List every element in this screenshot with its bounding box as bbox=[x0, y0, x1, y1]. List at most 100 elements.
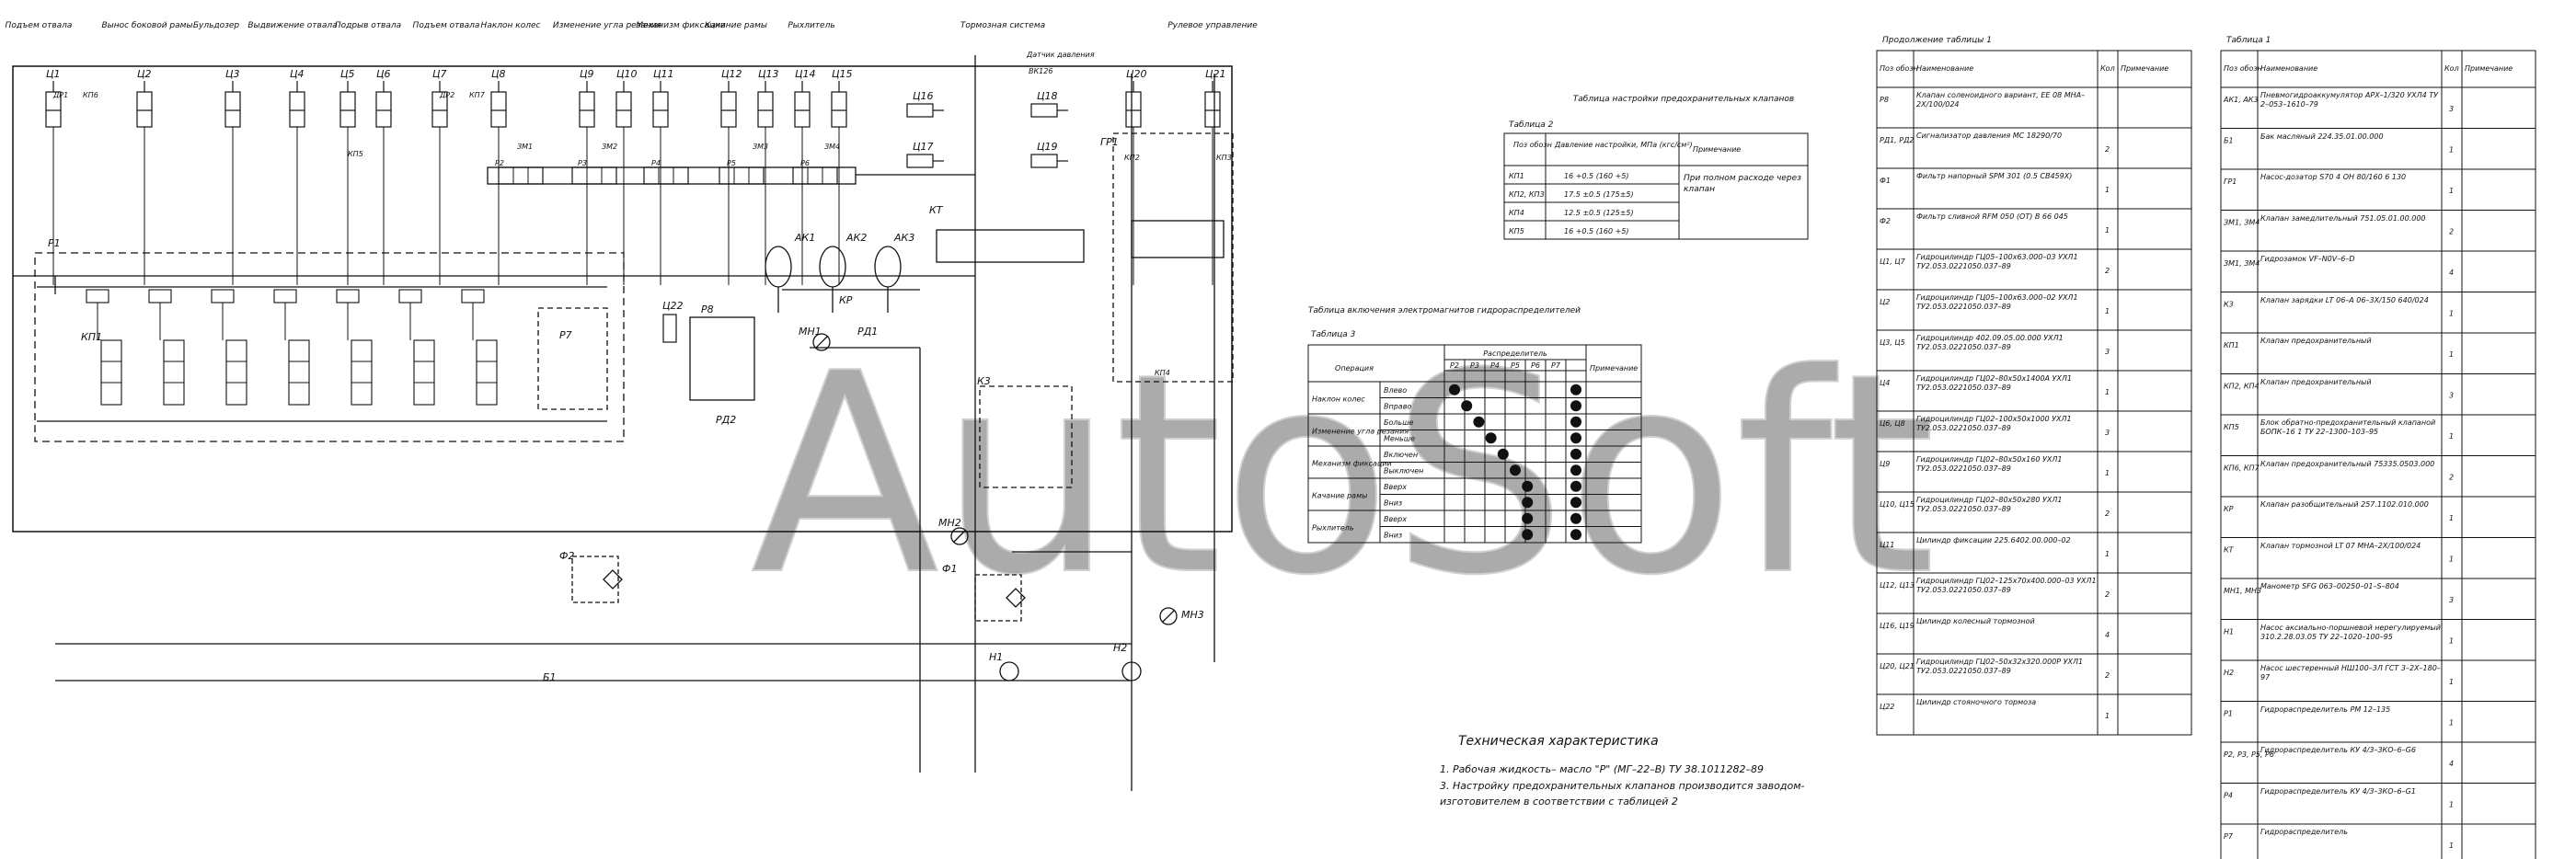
hydraulic-circuit bbox=[12, 55, 1234, 791]
table-cell-name: Гидроцилиндр ГЦ05–100х63.000–02 УХЛ1 ТУ2… bbox=[1916, 293, 2078, 311]
t3-dot bbox=[1522, 480, 1534, 492]
table-cell-pos: Ц3, Ц5 bbox=[1880, 338, 1905, 347]
cylinder-label: Ц16 bbox=[913, 90, 934, 102]
kp6-label: КП6 bbox=[83, 91, 98, 99]
table-header: Кол bbox=[2444, 64, 2459, 73]
t3-dot bbox=[1570, 448, 1581, 460]
table-cell-qty: 1 bbox=[2105, 307, 2110, 315]
table-cell-qty: 3 bbox=[2449, 596, 2454, 604]
table-cell-name: Гидроцилиндр ГЦ05–100х63.000–03 УХЛ1 ТУ2… bbox=[1916, 253, 2078, 270]
t2-r1-val: 17.5 ±0.5 (175±5) bbox=[1564, 190, 1634, 199]
section-title: Механизм фиксации bbox=[636, 21, 726, 30]
table-cell-name: Насос шестеренный НШ100–3Л ГСТ 3–2Х–180–… bbox=[2260, 664, 2441, 681]
table-cell-qty: 2 bbox=[2105, 671, 2110, 680]
hydraulic-cylinder bbox=[906, 154, 944, 168]
kp3-label: КП3 bbox=[1216, 154, 1232, 162]
table-1-continuation: Продолжение таблицы 1 Поз обознНаименова… bbox=[1876, 36, 2192, 736]
section-title: Вынос боковой рамы bbox=[101, 21, 192, 30]
t3-row-label: Выключен bbox=[1384, 467, 1423, 475]
table-cell-qty: 1 bbox=[2105, 712, 2110, 720]
solenoid-valve bbox=[571, 166, 617, 185]
k3-label: К3 bbox=[977, 375, 991, 387]
table-cell-qty: 1 bbox=[2449, 432, 2454, 441]
tech-line-1: 1. Рабочая жидкость– масло "Р" (МГ–22–В)… bbox=[1440, 763, 1764, 775]
directional-valve bbox=[336, 289, 373, 406]
table3-label: Таблица 3 bbox=[1311, 330, 1356, 339]
table-cell-qty: 1 bbox=[2449, 187, 2454, 195]
t2-r0-pos: КП1 bbox=[1509, 172, 1524, 180]
table-cell-pos: Ц1, Ц7 bbox=[1880, 258, 1906, 266]
cylinder-label: Ц10 bbox=[616, 68, 638, 80]
table-cell-name: Клапан разобщительный 257.1102.010.000 bbox=[2260, 500, 2429, 509]
kp7-label: КП7 bbox=[469, 91, 486, 99]
table-cell-qty: 1 bbox=[2105, 388, 2110, 396]
table-2: Таблица настройки предохранительных клап… bbox=[1503, 95, 1809, 240]
cylinder-label: Ц18 bbox=[1037, 90, 1058, 102]
solenoid-valve bbox=[792, 166, 838, 185]
table-cell-pos: Ц12, Ц13 bbox=[1880, 581, 1915, 590]
cylinder-label: Ц19 bbox=[1037, 141, 1058, 153]
table-cell-qty: 2 bbox=[2449, 228, 2454, 236]
table-header: Примечание bbox=[2465, 64, 2513, 73]
table-cell-qty: 2 bbox=[2105, 145, 2110, 154]
t3-distributor: Р5 bbox=[1511, 361, 1520, 370]
table-cell-qty: 1 bbox=[2449, 842, 2454, 850]
t3-dot bbox=[1461, 400, 1473, 412]
directional-valve bbox=[148, 289, 185, 406]
r8-label: Р8 bbox=[701, 304, 714, 315]
table-cell-name: Гидрозамок VF–N0V–6–D bbox=[2260, 255, 2355, 263]
section-title: Бульдозер bbox=[193, 21, 240, 30]
table-cell-pos: КП5 bbox=[2224, 423, 2239, 431]
solenoid-valve bbox=[719, 166, 765, 185]
t3-dot bbox=[1449, 384, 1460, 395]
t3-row-label: Вправо bbox=[1384, 403, 1411, 411]
cylinder-label: Ц13 bbox=[758, 68, 779, 80]
zm3-label: ЗМ3 bbox=[753, 143, 768, 151]
table-cell-pos: КП6, КП7 bbox=[2224, 464, 2260, 473]
table-cell-pos: ЗМ1, ЗМ4 bbox=[2224, 259, 2260, 268]
t2-r0-val: 16 +0.5 (160 +5) bbox=[1564, 172, 1629, 180]
dr1-label: ДР1 bbox=[52, 91, 68, 99]
t2-h-note: Примечание bbox=[1693, 145, 1741, 154]
table-cell-qty: 2 bbox=[2105, 267, 2110, 275]
hydraulic-cylinder bbox=[1125, 81, 1142, 285]
section-title: Наклон колес bbox=[481, 21, 541, 30]
cylinder-label: Ц21 bbox=[1205, 68, 1226, 80]
table-cell-pos: Р1 bbox=[2224, 710, 2233, 718]
table-cell-qty: 3 bbox=[2105, 429, 2110, 437]
table-cell-name: Сигнализатор давления МС 18290/70 bbox=[1916, 132, 2063, 140]
gauges bbox=[812, 333, 1178, 625]
kp4-label: КП4 bbox=[1155, 369, 1170, 377]
r2-label: Р2 bbox=[495, 159, 504, 167]
t3-dot bbox=[1570, 416, 1581, 428]
section-title: Подъем отвала bbox=[6, 21, 73, 30]
t3-dot bbox=[1522, 512, 1534, 524]
t3-row-label: Включен bbox=[1384, 451, 1418, 459]
table-cell-pos: К3 bbox=[2224, 301, 2234, 309]
table-cell-pos: КТ bbox=[2224, 546, 2235, 555]
table-cell-pos: МН1, МН3 bbox=[2224, 587, 2261, 595]
tech-title: Техническая характеристика bbox=[1458, 734, 1659, 749]
tech-line-2: 3. Настройку предохранительных клапанов … bbox=[1440, 780, 1805, 792]
table-header: Наименование bbox=[2260, 64, 2317, 73]
table-cell-name: Насос-дозатор S70 4 ОН 80/160 6 130 bbox=[2260, 173, 2407, 181]
f2-label: Ф2 bbox=[559, 550, 574, 562]
t3-row-label: Меньше bbox=[1384, 435, 1415, 443]
t3-dot bbox=[1522, 497, 1534, 509]
table-cell-pos: Ц11 bbox=[1880, 541, 1894, 549]
table-cell-qty: 4 bbox=[2105, 631, 2110, 639]
ak3-label: АК3 bbox=[893, 232, 914, 244]
table-cell-qty: 2 bbox=[2449, 474, 2454, 482]
hydraulic-cylinder bbox=[720, 81, 737, 285]
table-cell-qty: 3 bbox=[2105, 348, 2110, 356]
hydraulic-cylinder bbox=[662, 314, 677, 343]
table-cell-qty: 1 bbox=[2449, 555, 2454, 564]
t2-r2-pos: КП4 bbox=[1509, 209, 1524, 217]
t3-distributor: Р4 bbox=[1490, 361, 1500, 370]
hydraulic-cylinder bbox=[431, 81, 448, 285]
hydraulic-cylinder bbox=[1030, 154, 1068, 168]
t3-row-label: Влево bbox=[1384, 386, 1407, 395]
section-title: Подрыв отвала bbox=[335, 21, 401, 30]
table-cell-name: Клапан замедлительный 751.05.01.00.000 bbox=[2260, 213, 2426, 223]
